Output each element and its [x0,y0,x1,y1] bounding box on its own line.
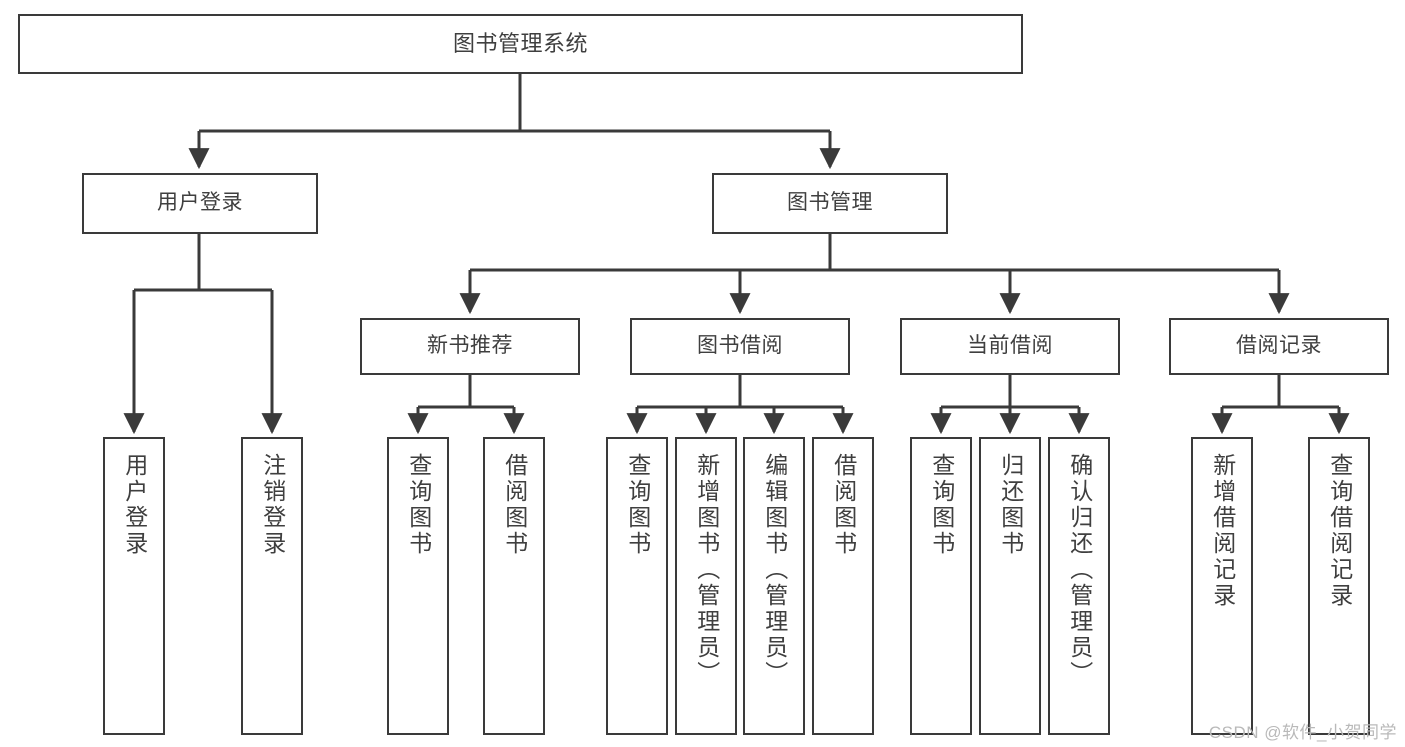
node-book-borrow[interactable]: 图书借阅 [630,318,850,375]
leaf-current-borrow-query[interactable]: 查询图书 [910,437,972,735]
leaf-new-book-query[interactable]: 查询图书 [387,437,449,735]
node-label: 图书借阅 [697,334,783,358]
node-label: 图书管理 [787,191,873,215]
node-new-book-recommend[interactable]: 新书推荐 [360,318,580,375]
leaf-book-borrow-query[interactable]: 查询图书 [606,437,668,735]
node-label: 注销登录 [259,453,286,557]
node-label: 查询图书 [624,453,651,557]
node-current-borrow[interactable]: 当前借阅 [900,318,1120,375]
node-label: 查询图书 [405,453,432,557]
node-label: 当前借阅 [967,334,1053,358]
leaf-current-borrow-confirm-return[interactable]: 确认归还（管理员） [1048,437,1110,735]
node-borrow-record[interactable]: 借阅记录 [1169,318,1389,375]
node-label: 借阅图书 [501,453,528,557]
node-user-login[interactable]: 用户登录 [82,173,318,234]
node-label: 新增图书（管理员） [693,453,720,687]
watermark-text: CSDN @软件_小贺同学 [1208,723,1397,742]
node-label: 归还图书 [997,453,1024,557]
node-label: 查询图书 [928,453,955,557]
leaf-user-login-login[interactable]: 用户登录 [103,437,165,735]
leaf-user-login-logout[interactable]: 注销登录 [241,437,303,735]
leaf-borrow-record-query[interactable]: 查询借阅记录 [1308,437,1370,735]
leaf-book-borrow-borrow[interactable]: 借阅图书 [812,437,874,735]
leaf-book-borrow-add[interactable]: 新增图书（管理员） [675,437,737,735]
node-book-management[interactable]: 图书管理 [712,173,948,234]
node-label: 确认归还（管理员） [1066,453,1093,687]
node-root-system[interactable]: 图书管理系统 [18,14,1023,74]
leaf-current-borrow-return[interactable]: 归还图书 [979,437,1041,735]
node-label: 图书管理系统 [452,31,588,57]
node-label: 借阅记录 [1236,334,1322,358]
leaf-new-book-borrow[interactable]: 借阅图书 [483,437,545,735]
node-label: 用户登录 [121,453,148,557]
leaf-borrow-record-add[interactable]: 新增借阅记录 [1191,437,1253,735]
node-label: 查询借阅记录 [1326,453,1353,609]
node-label: 新书推荐 [427,334,513,358]
node-label: 用户登录 [157,191,243,215]
node-label: 新增借阅记录 [1209,453,1236,609]
leaf-book-borrow-edit[interactable]: 编辑图书（管理员） [743,437,805,735]
node-label: 编辑图书（管理员） [761,453,788,687]
node-label: 借阅图书 [830,453,857,557]
